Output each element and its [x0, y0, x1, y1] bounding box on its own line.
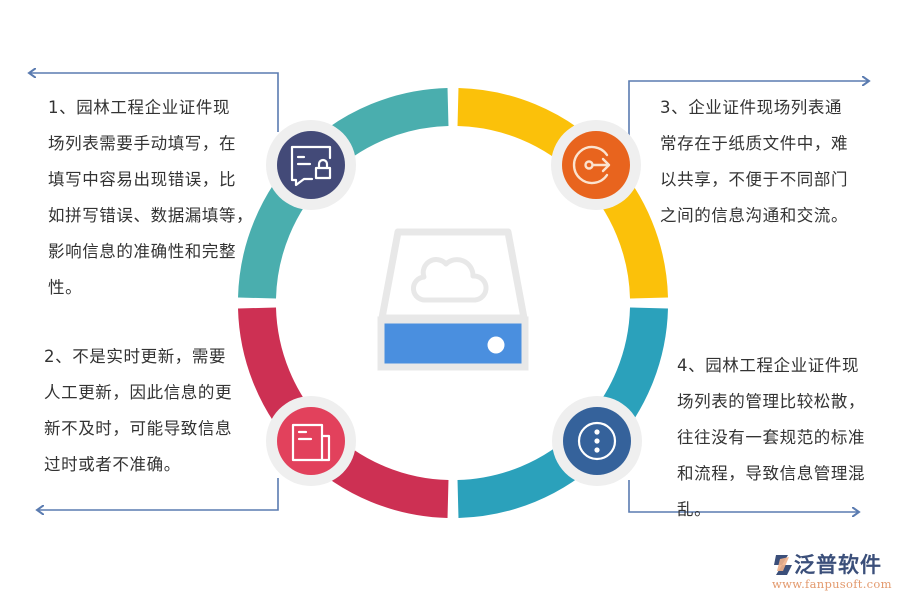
item-2-text: 2、不是实时更新，需要 人工更新，因此信息的更 新不及时，可能导致信息 过时或者…	[44, 347, 233, 474]
badge-top-right	[551, 120, 641, 210]
cloud-storage-drive-icon	[377, 228, 529, 371]
logo-url: www.fanpusoft.com	[772, 577, 892, 591]
badge-bottom-right	[552, 396, 642, 486]
logo-name: 泛普软件	[794, 553, 882, 577]
logo-mark-icon	[774, 555, 792, 575]
share-arrow-icon	[572, 145, 611, 185]
fanpusoft-logo: 泛普软件 www.fanpusoft.com	[768, 551, 898, 597]
document-icon	[291, 423, 331, 462]
chat-lock-icon	[290, 145, 332, 187]
connector-top-right	[628, 81, 868, 136]
badge-top-left	[266, 120, 356, 210]
item-4-text: 4、园林工程企业证件现 场列表的管理比较松散， 往往没有一套规范的标准 和流程，…	[677, 356, 866, 519]
more-options-icon	[577, 421, 617, 461]
connector-top-left	[30, 73, 279, 132]
item-1-text: 1、园林工程企业证件现 场列表需要手动填写，在 填写中容易出现错误，比 如拼写错…	[48, 98, 254, 297]
badge-bottom-left	[266, 396, 356, 486]
connector-bottom-left	[38, 478, 279, 510]
connector-bottom-right	[628, 480, 858, 512]
item-3-text: 3、企业证件现场列表通 常存在于纸质文件中，难 以共享，不便于不同部门 之间的信…	[660, 98, 849, 225]
